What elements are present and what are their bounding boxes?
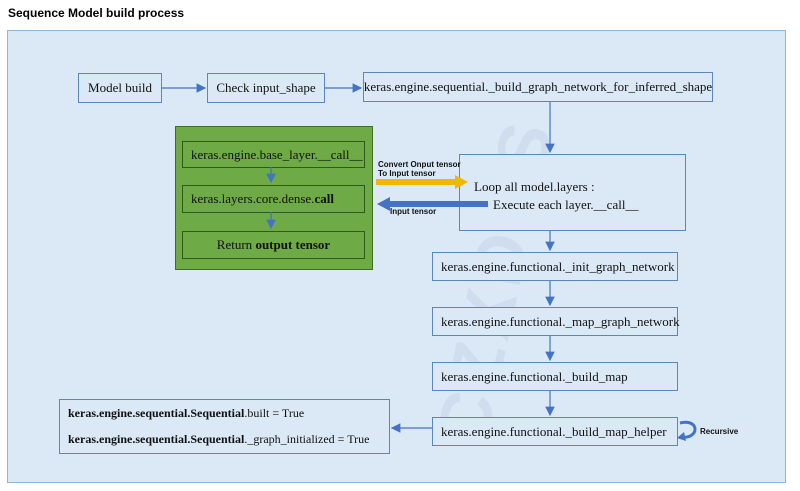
node-build-graph-network-label: keras.engine.sequential._build_graph_net… <box>363 79 713 94</box>
graph-initialized-line: keras.engine.sequential.Sequential._grap… <box>68 432 369 447</box>
node-dense-call-bold: call <box>314 191 334 206</box>
node-build-map-helper-label: keras.engine.functional._build_map_helpe… <box>441 423 667 439</box>
node-init-graph-network: keras.engine.functional._init_graph_netw… <box>432 252 678 281</box>
node-return-output: Return output tensor <box>182 231 365 259</box>
node-base-layer-call: keras.engine.base_layer.__call__ <box>182 141 365 168</box>
layer-call-panel: keras.engine.base_layer.__call__ keras.l… <box>175 126 373 270</box>
graph-init-bold: keras.engine.sequential.Sequential <box>68 432 245 446</box>
convert-tensor-line1: Convert Onput tensor <box>378 160 461 169</box>
node-loop-line2: Execute each layer.__call__ <box>493 197 639 212</box>
convert-tensor-line2: To Input tensor <box>378 169 436 178</box>
node-dense-call-prefix: keras.layers.core.dense. <box>191 191 315 206</box>
node-map-graph-network: keras.engine.functional._map_graph_netwo… <box>432 307 680 336</box>
graph-init-rest: ._graph_initialized = True <box>244 432 370 446</box>
node-build-map-helper: keras.engine.functional._build_map_helpe… <box>432 417 678 446</box>
node-model-build: Model build <box>78 73 162 103</box>
recursive-label: Recursive <box>700 427 739 436</box>
built-bold: keras.engine.sequential.Sequential <box>68 406 245 420</box>
node-build-map-label: keras.engine.functional._build_map <box>441 368 628 384</box>
arrow-loop-to-panel <box>377 197 488 211</box>
diagram-title: Sequence Model build process <box>8 6 185 20</box>
convert-tensor-label: Convert Onput tensor To Input tensor <box>378 160 461 178</box>
node-sequential-built: keras.engine.sequential.Sequential.built… <box>59 399 390 454</box>
node-base-layer-call-label: keras.engine.base_layer.__call__ <box>191 146 363 162</box>
node-return-prefix: Return <box>216 237 253 252</box>
node-model-build-label: Model build <box>88 80 152 95</box>
node-build-graph-network: keras.engine.sequential._build_graph_net… <box>363 72 713 102</box>
node-check-input-shape-label: Check input_shape <box>216 80 316 95</box>
node-loop-line1: Loop all model.layers : <box>474 179 595 194</box>
node-map-graph-network-label: keras.engine.functional._map_graph_netwo… <box>441 313 680 329</box>
node-build-map: keras.engine.functional._build_map <box>432 362 678 391</box>
node-check-input-shape: Check input_shape <box>207 73 325 103</box>
node-loop-layers: Loop all model.layers : Execute each lay… <box>459 154 686 231</box>
node-return-bold: output tensor <box>255 237 331 252</box>
built-line: keras.engine.sequential.Sequential.built… <box>68 406 304 421</box>
input-tensor-label: Input tensor <box>390 207 437 216</box>
arrow-convert-to-loop <box>376 175 468 189</box>
node-init-graph-network-label: keras.engine.functional._init_graph_netw… <box>441 258 675 274</box>
node-dense-call: keras.layers.core.dense.call <box>182 185 365 213</box>
built-rest: .built = True <box>244 406 305 420</box>
